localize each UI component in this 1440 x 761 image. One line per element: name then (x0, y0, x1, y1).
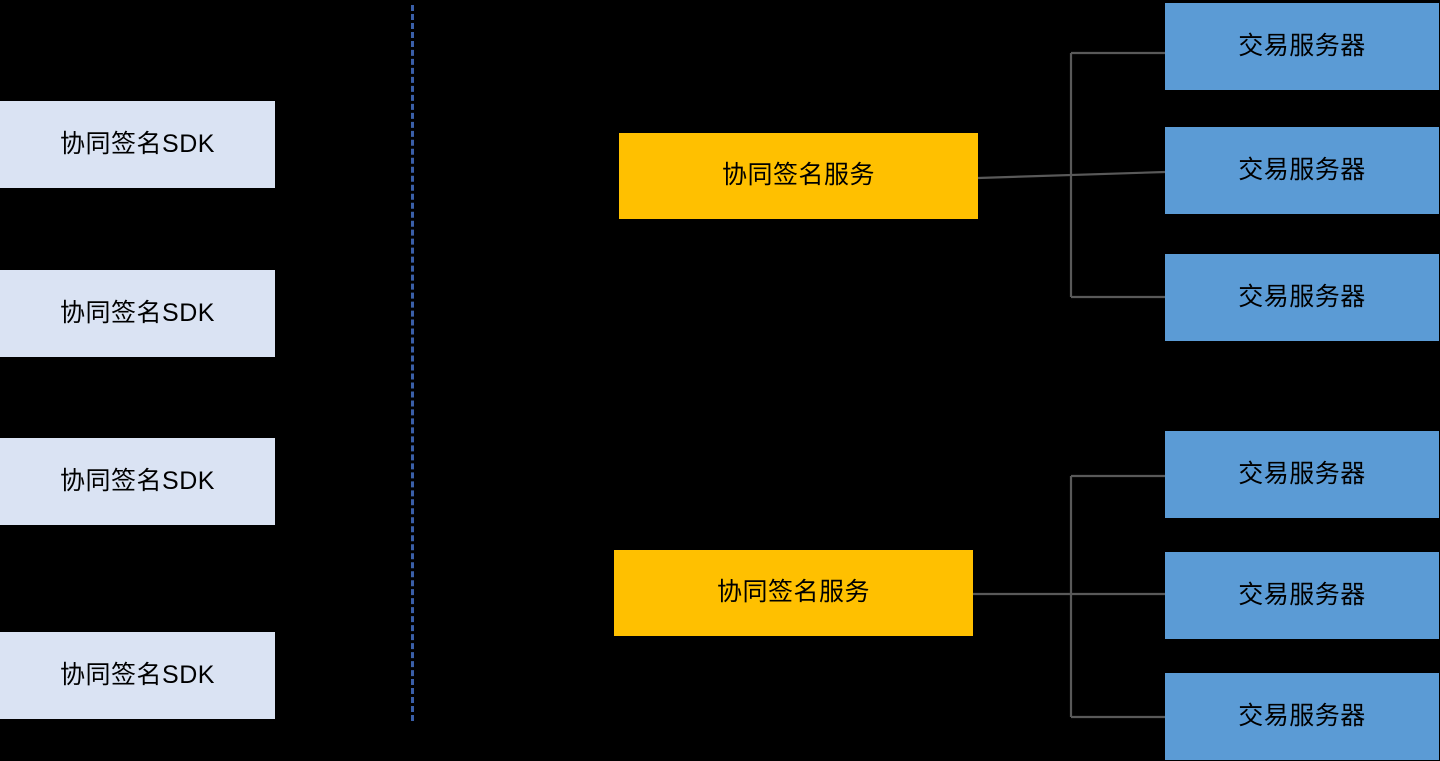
server-node-4[interactable]: 交易服务器 (1165, 431, 1439, 518)
server-node-1[interactable]: 交易服务器 (1165, 3, 1439, 90)
service-node-1[interactable]: 协同签名服务 (619, 133, 978, 219)
connector-service1-stem (977, 170, 1166, 180)
sdk-node-3-label: 协同签名SDK (60, 466, 215, 495)
sdk-node-4[interactable]: 协同签名SDK (0, 632, 275, 719)
sdk-node-2[interactable]: 协同签名SDK (0, 270, 275, 357)
sdk-node-1-label: 协同签名SDK (60, 129, 215, 158)
server-node-5[interactable]: 交易服务器 (1165, 552, 1439, 639)
server-node-2[interactable]: 交易服务器 (1165, 127, 1439, 214)
connector-group-upper (977, 51, 1166, 299)
server-node-5-label: 交易服务器 (1238, 580, 1366, 609)
service-node-2[interactable]: 协同签名服务 (614, 550, 973, 636)
sdk-node-2-label: 协同签名SDK (60, 298, 215, 327)
server-node-3[interactable]: 交易服务器 (1165, 254, 1439, 341)
connector-group-lower (973, 474, 1165, 719)
service-node-2-label: 协同签名服务 (716, 578, 870, 607)
sdk-node-1[interactable]: 协同签名SDK (0, 101, 275, 188)
server-node-4-label: 交易服务器 (1238, 459, 1366, 488)
sdk-node-4-label: 协同签名SDK (60, 660, 215, 689)
server-node-1-label: 交易服务器 (1238, 31, 1366, 60)
server-node-6-label: 交易服务器 (1238, 701, 1366, 730)
vertical-dashed-divider (411, 5, 414, 721)
service-node-1-label: 协同签名服务 (721, 161, 875, 190)
server-node-6[interactable]: 交易服务器 (1165, 673, 1439, 760)
sdk-node-3[interactable]: 协同签名SDK (0, 438, 275, 525)
server-node-2-label: 交易服务器 (1238, 155, 1366, 184)
server-node-3-label: 交易服务器 (1238, 282, 1366, 311)
